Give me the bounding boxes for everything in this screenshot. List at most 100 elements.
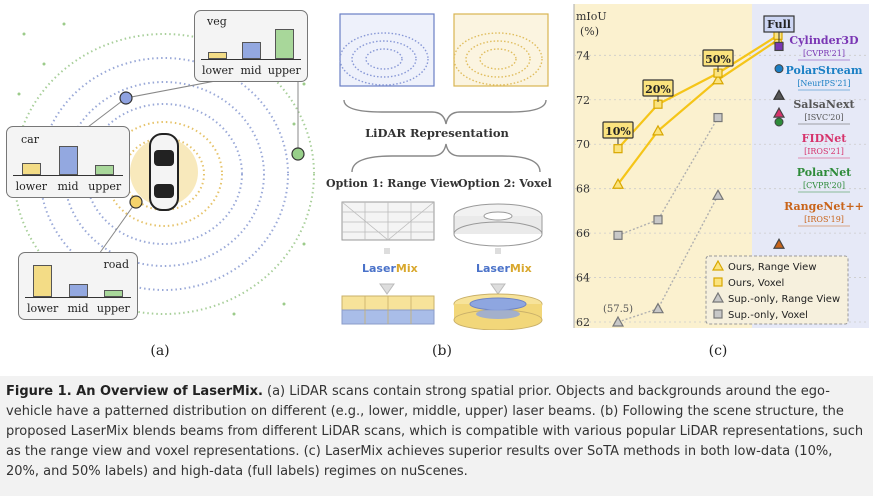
legend-marker [711, 259, 725, 271]
caption-text: (a) LiDAR scans contain strong spatial p… [6, 384, 864, 479]
callout-bar-label: upper [267, 64, 301, 77]
scan-thumb-yellow [453, 13, 549, 87]
y-tick-label: 62 [576, 316, 590, 329]
legend-marker [713, 309, 723, 319]
method-name: PolarStream [786, 64, 863, 77]
range-view-grid [341, 201, 435, 241]
panel-c-label: (c) [708, 343, 728, 359]
car-callout: car lower mid upper [6, 126, 130, 198]
y-tick-label: 68 [576, 183, 590, 196]
panel-b: LiDAR Representation Option 1: Range Vie… [322, 4, 552, 330]
low-data-badge-label: 10% [605, 125, 631, 138]
lidar-representation-label: LiDAR Representation [365, 126, 509, 140]
callout-bar-lower [21, 163, 41, 175]
callout-bar-mid [241, 42, 261, 59]
axis-line [201, 58, 301, 60]
method-venue: [ISVC'20] [804, 113, 843, 122]
callout-bar-upper [95, 165, 115, 175]
legend-label: Ours, Voxel [728, 278, 784, 289]
veg-marker [291, 147, 305, 161]
series-point-0 [711, 73, 725, 85]
car-callout-title: car [21, 133, 39, 146]
option2-label: Option 2: Voxel [458, 177, 552, 190]
ego-car-icon [149, 133, 179, 211]
legend-marker [713, 277, 723, 287]
y-tick-label: 70 [576, 138, 590, 151]
callout-bar-label: upper [96, 302, 130, 315]
panel-b-label: (b) [432, 343, 452, 359]
scan-thumb-blue [339, 13, 435, 87]
brace [343, 99, 547, 125]
method-venue: [NeurIPS'21] [797, 79, 850, 88]
axis-line [13, 174, 123, 176]
callout-bar-upper [103, 290, 123, 297]
y-tick-label: 72 [576, 94, 590, 107]
series-point-0 [651, 124, 665, 136]
caption-title: Figure 1. An Overview of LaserMix. [6, 384, 263, 399]
series-point-2 [651, 302, 665, 314]
method-venue: [IROS'21] [804, 147, 844, 156]
legend-label: Ours, Range View [728, 262, 817, 273]
car-marker [119, 91, 133, 105]
callout-bar-label: lower [201, 64, 234, 77]
method-name: Cylinder3D [789, 34, 859, 47]
callout-bar-lower [208, 52, 228, 59]
callout-bar-label: mid [240, 64, 262, 77]
series-point-1 [613, 144, 623, 154]
callout-bar-mid [68, 284, 88, 297]
method-point-cylinder3d [774, 41, 784, 52]
low-data-badge-label: 20% [645, 83, 671, 96]
baseline-value-label: (57.5) [603, 304, 633, 315]
callout-bar-lower [33, 265, 53, 297]
option1-label: Option 1: Range View [326, 177, 460, 190]
method-point-salsanext [772, 89, 786, 100]
series-point-0 [611, 177, 625, 189]
callout-bar-label: upper [88, 180, 122, 193]
series-point-3 [613, 230, 623, 240]
laser-word: Laser [476, 262, 510, 275]
method-point-polarstream [774, 64, 784, 74]
callout-bar-label: lower [26, 302, 59, 315]
callout-bar-upper [274, 29, 294, 59]
brace-lower [351, 143, 541, 173]
lasermix-label-right: LaserMix [476, 262, 532, 275]
method-point-fidnet [772, 106, 786, 118]
mix-word: Mix [395, 262, 418, 275]
y-axis-label-unit: (%) [580, 25, 599, 38]
mixed-range-view [341, 295, 435, 325]
callout-bar-label: lower [15, 180, 47, 193]
full-badge-label: Full [767, 18, 791, 31]
panel-a-label: (a) [150, 343, 170, 359]
method-point-polarnet [774, 117, 784, 127]
figure-caption: Figure 1. An Overview of LaserMix. (a) L… [0, 376, 873, 496]
road-marker [129, 195, 143, 209]
method-venue: [CVPR'21] [803, 49, 845, 58]
arrow-down-icon [379, 283, 395, 295]
lasermix-label-left: LaserMix [362, 262, 418, 275]
y-axis-label: mIoU [576, 10, 607, 23]
method-venue: [CVPR'20] [803, 181, 845, 190]
series-line-1 [617, 34, 779, 150]
method-venue: [IROS'19] [804, 215, 844, 224]
callout-bar-mid [58, 146, 78, 175]
method-point-rangenet++ [772, 237, 786, 249]
method-name: RangeNet++ [784, 200, 864, 213]
series-line-0 [617, 38, 779, 185]
legend-label: Sup.-only, Range View [728, 294, 840, 305]
mix-word: Mix [509, 262, 532, 275]
series-point-2 [711, 189, 725, 200]
laser-word: Laser [362, 262, 396, 275]
series-point-2 [611, 315, 625, 327]
callout-bar-label: mid [57, 180, 79, 193]
method-name: PolarNet [797, 166, 852, 179]
legend-box [705, 255, 849, 325]
y-tick-label: 66 [576, 227, 590, 240]
method-name: FIDNet [802, 132, 848, 145]
series-point-3 [713, 112, 723, 123]
legend-marker [711, 291, 725, 303]
arrow-down-icon [490, 283, 506, 295]
